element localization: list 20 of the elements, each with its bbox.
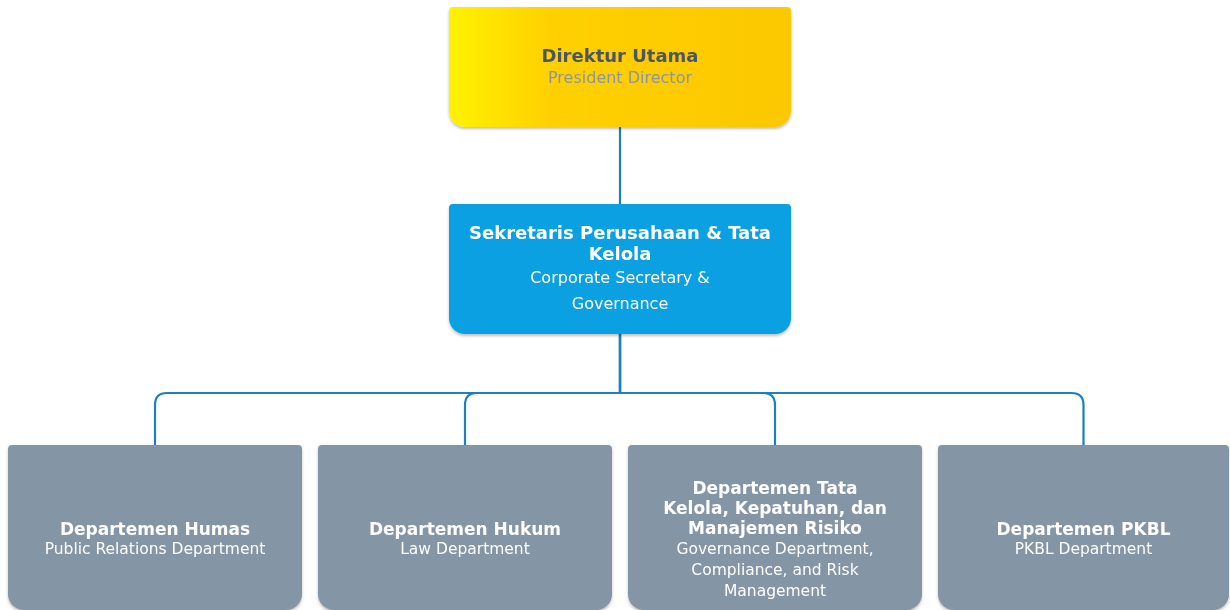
position-title: Departemen PKBL — [996, 518, 1171, 540]
position-subtitle: President Director — [548, 67, 692, 89]
position-title: Departemen Humas — [59, 518, 251, 540]
department-box — [938, 445, 1229, 610]
position-title: Sekretaris Perusahaan & Tata Kelola — [468, 221, 772, 265]
department-box — [8, 445, 302, 610]
position-title: Departemen Hukum — [368, 518, 561, 540]
position-title: Direktur Utama — [541, 45, 699, 67]
position-subtitle: Governance Department, Compliance, and Risk Management — [675, 538, 875, 602]
connector-line — [618, 334, 1085, 445]
department-box — [318, 445, 612, 610]
connector-line — [618, 127, 622, 204]
position-title: Departemen Tata Kelola, Kepatuhan, dan Manajemen Risiko — [662, 477, 888, 539]
position-subtitle: PKBL Department — [1014, 539, 1153, 561]
department-box — [628, 445, 922, 610]
position-subtitle: Law Department — [400, 539, 530, 561]
position-subtitle: Public Relations Department — [44, 539, 266, 561]
position-box — [449, 204, 791, 334]
position-subtitle: Corporate Secretary & Governance — [529, 267, 711, 315]
position-box — [449, 7, 791, 127]
